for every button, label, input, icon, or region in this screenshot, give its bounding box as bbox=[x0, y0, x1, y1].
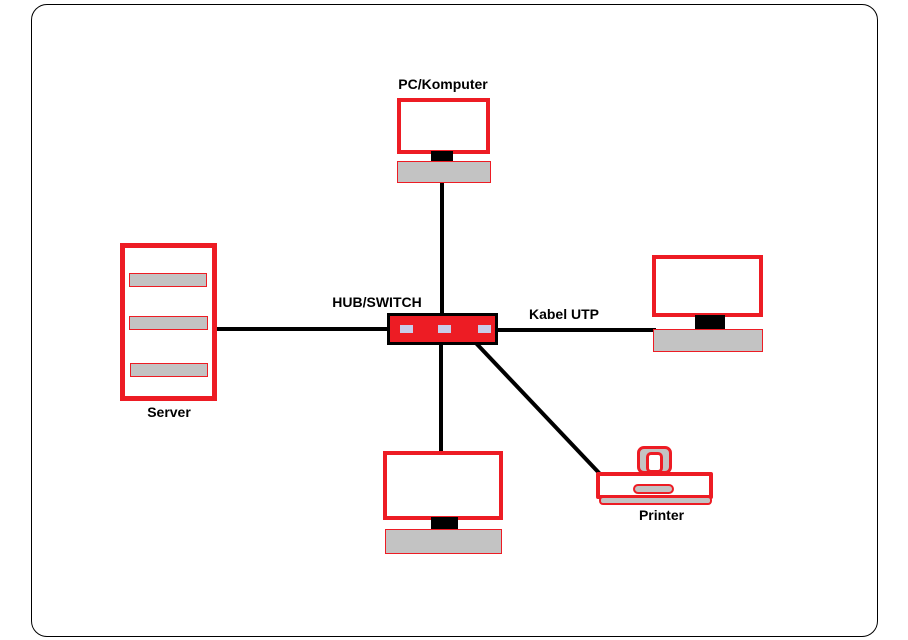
monitor-screen bbox=[383, 451, 503, 520]
monitor-base bbox=[653, 329, 763, 352]
printer-output-slot bbox=[633, 484, 674, 494]
monitor-stand bbox=[431, 151, 453, 162]
monitor-base bbox=[397, 161, 491, 183]
printer-output-tray bbox=[599, 496, 712, 505]
pc-komputer-label: PC/Komputer bbox=[398, 76, 488, 92]
hub-port bbox=[478, 325, 491, 333]
monitor-stand bbox=[431, 517, 458, 529]
monitor-screen bbox=[652, 255, 763, 317]
kabel-utp-label: Kabel UTP bbox=[528, 306, 599, 322]
monitor-screen bbox=[397, 98, 490, 154]
monitor-stand bbox=[695, 315, 725, 330]
server-label: Server bbox=[147, 404, 191, 420]
hub-port bbox=[438, 325, 451, 333]
printer-paper-slot-opening bbox=[646, 452, 663, 473]
canvas-border bbox=[31, 4, 878, 637]
cable-hub-printer bbox=[472, 339, 603, 477]
printer-label: Printer bbox=[638, 507, 685, 523]
server-drive-bay bbox=[130, 363, 208, 377]
hub-port bbox=[400, 325, 413, 333]
server-drive-bay bbox=[129, 273, 207, 287]
server-drive-bay bbox=[129, 316, 208, 330]
monitor-base bbox=[385, 529, 502, 554]
hub-switch-label: HUB/SWITCH bbox=[332, 294, 422, 310]
